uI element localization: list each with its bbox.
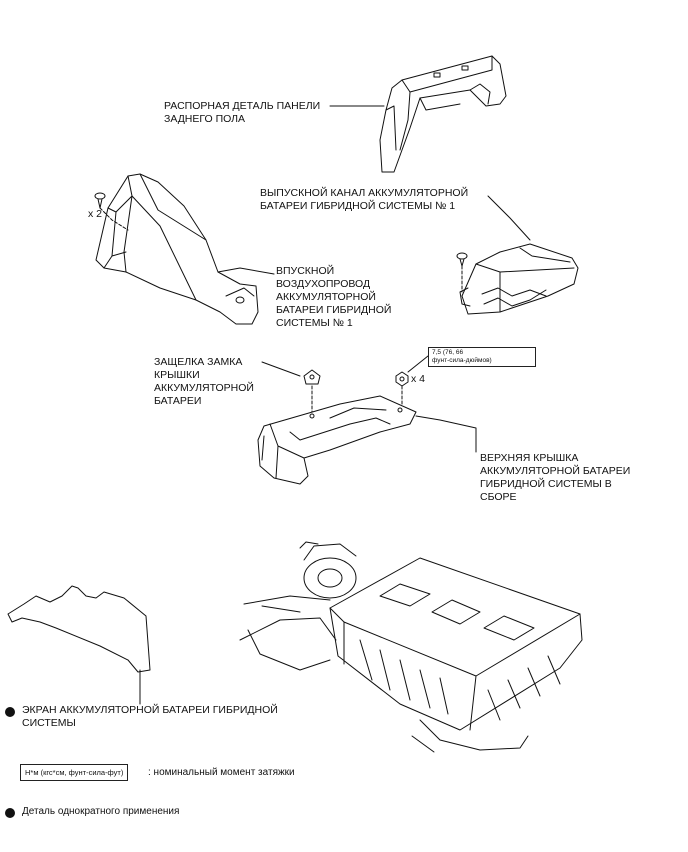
label-upper-cover: ВЕРХНЯЯ КРЫШКА АККУМУЛЯТОРНОЙ БАТАРЕИ ГИ… [480, 452, 631, 503]
torque-spec-box: 7,5 (76, 66 фунт-сила-дюймов) [428, 347, 536, 367]
intake-duct-drawing [95, 173, 259, 325]
upper-cover-drawing [257, 395, 417, 485]
clip-drawing [94, 192, 129, 231]
label-floor-panel-spacer: РАСПОРНАЯ ДЕТАЛЬ ПАНЕЛИ ЗАДНЕГО ПОЛА [164, 100, 321, 125]
nut-quantity: x 4 [411, 373, 426, 385]
floor-panel-spacer-drawing [379, 55, 507, 173]
battery-shield-drawing [7, 585, 151, 673]
battery-assembly-drawing [329, 557, 583, 731]
latch-drawing [303, 369, 321, 385]
legend-single-use-text: Деталь однократного применения [22, 806, 180, 817]
legend-torque-text: : номинальный момент затяжки [148, 767, 295, 778]
leader-torque [407, 355, 429, 373]
label-battery-shield: ЭКРАН АККУМУЛЯТОРНОЙ БАТАРЕИ ГИБРИДНОЙ С… [22, 704, 278, 729]
exhaust-clip-drawing [456, 252, 468, 293]
legend-torque-box: Н*м (кгс*см, фунт-сила-фут) [20, 764, 129, 781]
leader-exhaust [487, 195, 531, 241]
leader-intake [217, 267, 275, 275]
label-intake-duct: ВПУСКНОЙ ВОЗДУХОПРОВОД АККУМУЛЯТОРНОЙ БА… [276, 265, 392, 329]
single-use-marker-shield [5, 707, 15, 717]
exhaust-duct-drawing [459, 243, 579, 315]
nut-drawing [395, 371, 409, 387]
leader-upper-cover [415, 415, 477, 453]
leader-latch [261, 361, 301, 377]
clip-quantity: x 2 [88, 208, 103, 220]
single-use-marker-legend [5, 808, 15, 818]
motor-assembly-drawing [239, 541, 529, 753]
label-exhaust-duct: ВЫПУСКНОЙ КАНАЛ АККУМУЛЯТОРНОЙ БАТАРЕИ Г… [260, 187, 469, 212]
label-latch: ЗАЩЕЛКА ЗАМКА КРЫШКИ АККУМУЛЯТОРНОЙ БАТА… [154, 356, 254, 407]
